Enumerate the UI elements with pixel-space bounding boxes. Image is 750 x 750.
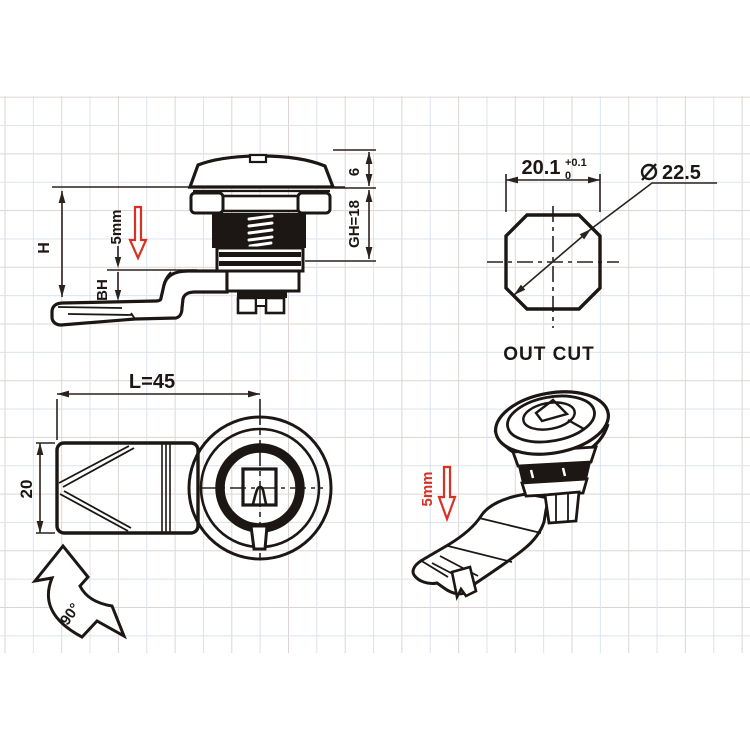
ring-section — [215, 246, 305, 273]
red-travel-arrow-icon-iso — [437, 465, 457, 523]
diagonal-diameter-line — [513, 228, 592, 296]
iso-cap-inner-ring — [506, 394, 596, 444]
octagon-cutout-outline — [504, 213, 602, 311]
iso-key-mark — [534, 398, 570, 423]
key-square — [241, 467, 278, 507]
diameter-value-label: 22.5 — [662, 162, 701, 184]
lower-block — [225, 269, 301, 293]
nut-left-lobe — [189, 191, 225, 215]
side-view-cam-arm — [50, 269, 229, 327]
iso-lock-body — [493, 390, 610, 525]
dim-length-label: L=45 — [129, 371, 175, 393]
bh-upper-arrowhead — [114, 257, 122, 268]
iso-cam-arm — [411, 492, 551, 601]
iso-blade-tab — [450, 565, 478, 601]
side-view-lock-body — [187, 153, 336, 315]
nut-middle-face — [221, 194, 300, 213]
keyhole-mark — [251, 485, 268, 505]
dim-bh-label: BH — [94, 279, 111, 301]
cam-position-tab — [249, 524, 269, 551]
head-outer-circle — [187, 415, 333, 561]
iso-5mm-label: 5mm — [419, 471, 436, 506]
iso-cap-slash — [567, 418, 585, 431]
iso-view: 5mm — [411, 390, 610, 601]
dim-height-label: 20 — [17, 480, 36, 499]
outcut-width-label: 20.1 — [522, 157, 561, 179]
iso-thread-marks — [529, 467, 567, 479]
side-view: H 5mm BH 6 GH=18 — [36, 149, 376, 327]
outcut-caption: OUT CUT — [503, 344, 594, 365]
iso-cylinder-seams — [555, 494, 569, 522]
outcut-view: 20.1 +0.1 0 22.5 OUT CUT — [487, 157, 717, 365]
iso-lower-cylinder — [543, 490, 581, 525]
front-view: L=45 20 90° — [17, 371, 333, 640]
diameter-symbol-icon — [640, 163, 658, 181]
dim-cap-height-label: 6 — [346, 168, 363, 176]
base-band — [237, 291, 287, 298]
dim-gh-label: GH=18 — [346, 200, 363, 248]
graph-paper-grid — [0, 96, 750, 653]
blade-bend-creases — [58, 445, 135, 532]
cap-notch — [248, 153, 268, 164]
cam-blade-front-outline — [55, 441, 200, 535]
base-step — [255, 297, 267, 307]
rotation-arrow-icon — [31, 543, 127, 640]
outcut-tolerance-plus: +0.1 — [565, 157, 587, 169]
outcut-tolerance-zero: 0 — [565, 170, 571, 182]
blade-fold-lines — [161, 444, 171, 532]
thread-slot-marks — [247, 214, 274, 248]
red-travel-arrow-icon — [128, 205, 148, 261]
bh-lower-arrowhead — [114, 290, 122, 301]
ring-band-1 — [219, 252, 301, 257]
diameter-leader-line — [590, 182, 717, 230]
nut-right-lobe — [296, 191, 332, 215]
iso-thread-band — [518, 462, 591, 483]
dim-h-label: H — [36, 242, 53, 254]
base-foot-left — [236, 296, 258, 315]
base-foot-right — [264, 296, 286, 315]
ring-band-2 — [219, 261, 301, 266]
dim-5mm-label: 5mm — [108, 209, 125, 244]
iso-cap-inner-ring2 — [522, 401, 576, 431]
